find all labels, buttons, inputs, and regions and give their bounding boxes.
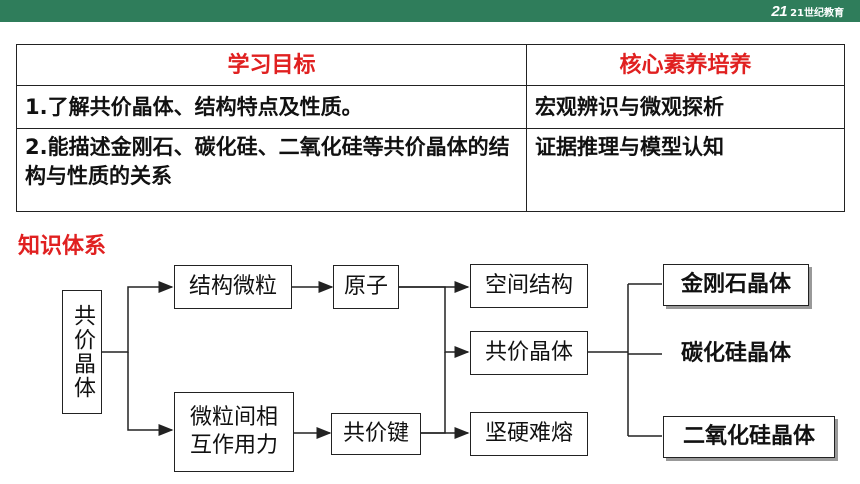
covalent-crystal-node: 共价晶体 xyxy=(470,331,588,375)
goal-cell: 2.能描述金刚石、碳化硅、二氧化硅等共价晶体的结构与性质的关系 xyxy=(16,128,527,212)
table-row: 2.能描述金刚石、碳化硅、二氧化硅等共价晶体的结构与性质的关系 证据推理与模型认… xyxy=(16,128,845,212)
root-node: 共价晶体 xyxy=(62,290,102,414)
example-silicon-dioxide: 二氧化硅晶体 xyxy=(663,416,835,458)
space-structure-node: 空间结构 xyxy=(470,264,588,308)
goal-cell: 1.了解共价晶体、结构特点及性质。 xyxy=(16,85,527,129)
interaction-node: 微粒间相互作用力 xyxy=(174,392,294,472)
section-title: 知识体系 xyxy=(18,234,107,259)
literacy-cell: 宏观辨识与微观探析 xyxy=(526,85,845,129)
particle-node: 结构微粒 xyxy=(174,265,292,309)
brand-logo: 21 21世纪教育 xyxy=(771,2,844,20)
literacy-cell: 证据推理与模型认知 xyxy=(526,128,845,212)
example-silicon-carbide: 碳化硅晶体 xyxy=(663,334,809,374)
goals-table: 学习目标 核心素养培养 1.了解共价晶体、结构特点及性质。 宏观辨识与微观探析 … xyxy=(16,44,845,212)
logo-text: 21世纪教育 xyxy=(790,7,844,19)
hard-node: 坚硬难熔 xyxy=(470,412,588,456)
table-row: 1.了解共价晶体、结构特点及性质。 宏观辨识与微观探析 xyxy=(16,85,845,129)
bond-node: 共价键 xyxy=(331,413,421,455)
header-core-literacy: 核心素养培养 xyxy=(526,44,845,86)
logo-mark: 21 xyxy=(771,2,788,20)
atom-node: 原子 xyxy=(333,265,399,309)
example-diamond: 金刚石晶体 xyxy=(663,264,809,306)
header-bar: 21 21世纪教育 xyxy=(0,0,860,22)
